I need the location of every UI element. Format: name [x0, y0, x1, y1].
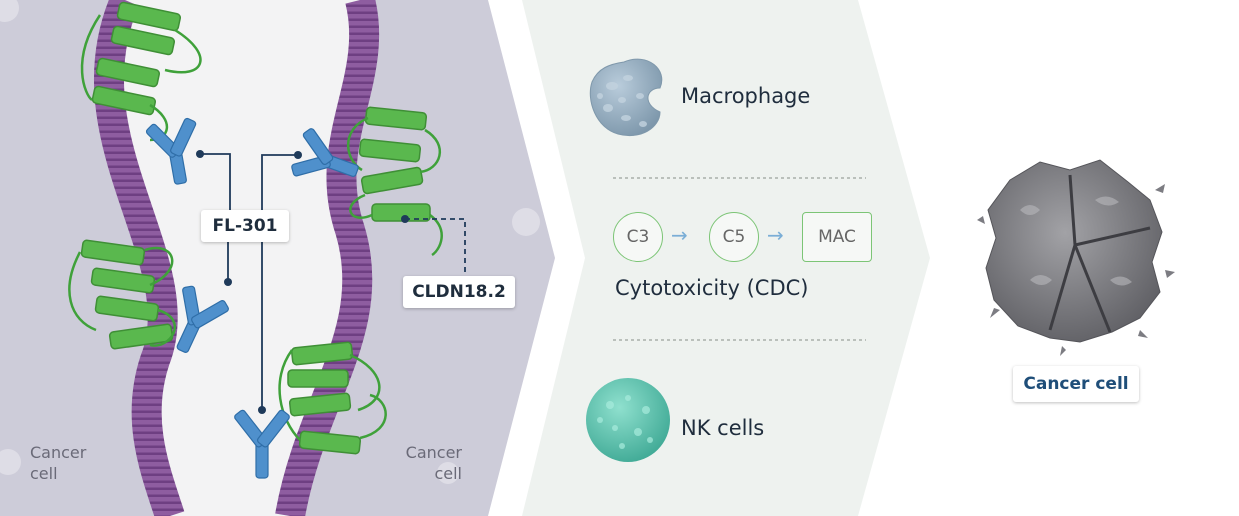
background-bubbles — [0, 0, 540, 484]
callout-lines — [200, 153, 466, 410]
macrophage-label: Macrophage — [681, 84, 811, 108]
target-label: CLDN18.2 — [403, 276, 515, 308]
cdc-step-mac: MAC — [802, 212, 872, 262]
arrow-right-icon: → — [767, 223, 784, 247]
claudin-protein-icon — [80, 1, 181, 350]
cancer-cell-right-label: Cancer cell — [405, 443, 462, 483]
antibody-icon — [145, 117, 359, 479]
nk-cell-icon — [586, 378, 670, 462]
claudin-protein-icon — [287, 106, 431, 455]
cdc-label: Cytotoxicity (CDC) — [615, 276, 809, 300]
result-cancer-cell-label: Cancer cell — [1013, 366, 1139, 402]
callout-dots — [196, 150, 409, 414]
cdc-step-c5: C5 — [709, 212, 759, 262]
antibody-label: FL-301 — [201, 210, 289, 242]
arrow-right-icon: → — [671, 223, 688, 247]
cancer-cell-left-label: Cancer cell — [30, 443, 87, 483]
protein-loops — [278, 116, 443, 441]
membrane-right — [275, 0, 380, 516]
nk-cells-label: NK cells — [681, 416, 765, 440]
macrophage-icon — [589, 58, 663, 136]
cdc-step-c3: C3 — [613, 212, 663, 262]
dead-cancer-cell-icon — [977, 159, 1175, 356]
protein-loops — [68, 14, 202, 347]
